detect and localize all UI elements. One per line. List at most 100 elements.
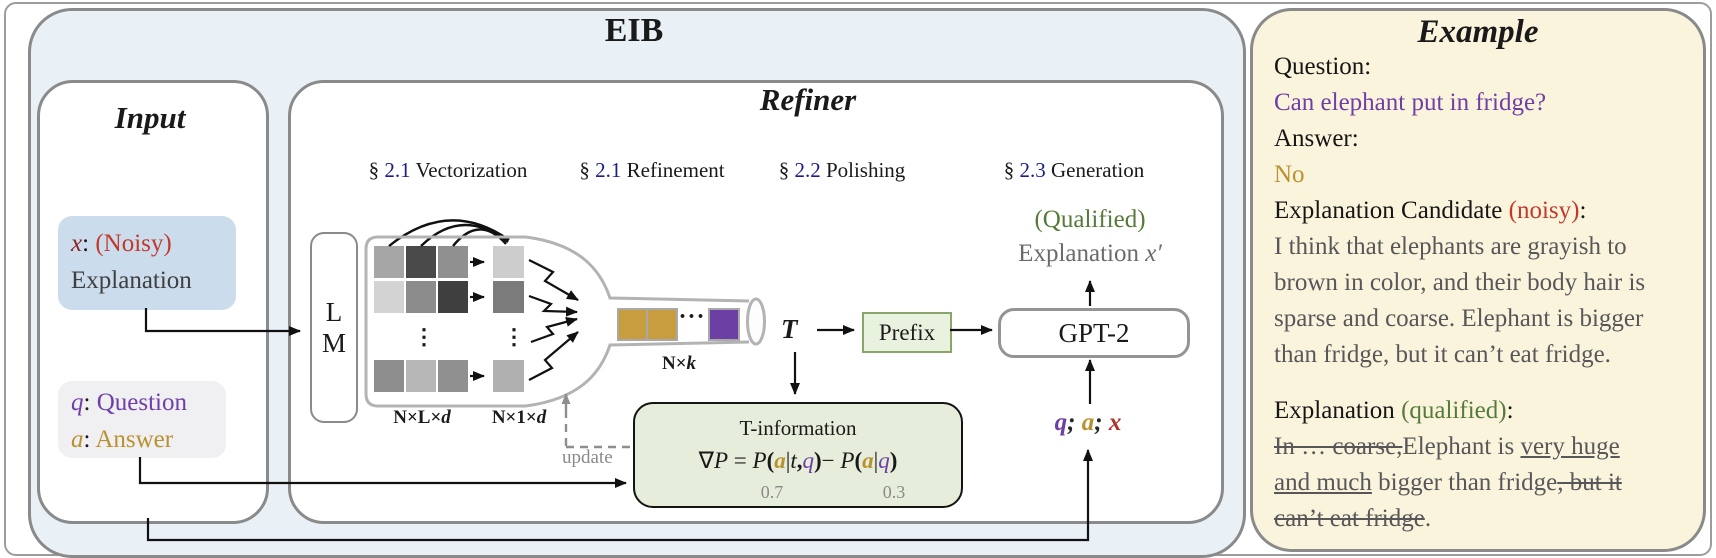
- matrix-cell: [438, 246, 468, 278]
- matrix-cell: [406, 281, 436, 313]
- text-segment: (: [854, 448, 863, 473]
- matrix-cell: [374, 281, 404, 313]
- noisy-explanation-line2: Explanation: [71, 262, 236, 299]
- text-segment: can’t eat fridge: [1274, 505, 1425, 532]
- text-segment: :: [83, 426, 96, 453]
- t-information-title: T-information: [739, 416, 857, 440]
- text-segment: ;: [1067, 409, 1082, 436]
- text-segment: q: [802, 448, 815, 473]
- text-segment: ): [814, 448, 822, 473]
- matrix-dim-label-left: N×L×d: [367, 407, 477, 429]
- text-segment: 2.3: [1019, 158, 1051, 182]
- text-segment: than fridge, but it can’t eat fridge.: [1274, 341, 1611, 368]
- bottleneck-cell: [617, 308, 649, 341]
- example-line: than fridge, but it can’t eat fridge.: [1274, 337, 1698, 373]
- text-segment: (noisy): [1508, 197, 1580, 224]
- prefix-box: Prefix: [862, 312, 952, 353]
- text-segment: Elephant is: [1402, 433, 1521, 460]
- text-segment: Refinement: [626, 158, 725, 182]
- text-segment: very huge: [1520, 433, 1620, 460]
- text-segment: :: [1506, 397, 1514, 424]
- matrix-cell: [374, 246, 404, 278]
- example-line: Can elephant put in fridge?: [1274, 85, 1698, 121]
- text-segment: Explanation: [1018, 240, 1146, 267]
- example-line: Explanation (qualified):: [1274, 393, 1698, 429]
- text-segment: 2.2: [794, 158, 826, 182]
- t-information-formula: ∇P = P(a|t,q)− P(a|q): [635, 448, 961, 474]
- text-segment: a: [1081, 409, 1095, 436]
- text-segment: sparse and coarse. Elephant is bigger: [1274, 305, 1644, 332]
- example-line: Question:: [1274, 49, 1698, 85]
- text-segment: :: [1579, 197, 1587, 224]
- lm-model-box: L M: [310, 232, 358, 423]
- text-segment: :: [83, 389, 97, 416]
- text-segment: Question: [96, 389, 187, 416]
- text-segment: Answer: [95, 426, 174, 453]
- text-segment: x′: [1145, 240, 1162, 267]
- text-segment: and much: [1274, 469, 1372, 496]
- text-segment: Explanation: [71, 267, 192, 294]
- example-line: sparse and coarse. Elephant is bigger: [1274, 301, 1698, 337]
- bottleneck-dim-label: N×k: [624, 353, 734, 375]
- eib-title: EIB: [604, 12, 664, 49]
- example-line: Answer:: [1274, 121, 1698, 157]
- question-line: q: Question: [71, 384, 226, 421]
- update-label: update: [562, 447, 613, 468]
- example-line: Explanation Candidate (noisy):: [1274, 193, 1698, 229]
- bottleneck-cell: [646, 308, 678, 341]
- text-segment: No: [1274, 161, 1305, 188]
- text-segment: bigger than fridge: [1371, 469, 1558, 496]
- t-information-box: T-information ∇P = P(a|t,q)− P(a|q) 0.7 …: [633, 402, 963, 508]
- column-vertical-dots: ⋮: [503, 324, 525, 349]
- question-answer-box: q: Question a: Answer: [58, 381, 226, 458]
- example-line: In … coarse,Elephant is very huge: [1274, 429, 1698, 465]
- text-segment: d: [536, 407, 547, 428]
- text-segment: 2.1: [595, 158, 627, 182]
- section-label-vectorization: § 2.1 Vectorization: [369, 158, 528, 183]
- text-segment: N×1×: [491, 407, 537, 428]
- lm-letter-m: M: [321, 327, 346, 358]
- example-line: I think that elephants are grayish to: [1274, 229, 1698, 265]
- example-line: can’t eat fridge.: [1274, 501, 1698, 537]
- text-segment: k: [686, 353, 697, 374]
- text-segment: §: [368, 158, 385, 182]
- gpt2-box: GPT-2: [998, 308, 1190, 358]
- example-title: Example: [1417, 14, 1539, 50]
- text-segment: =: [728, 448, 753, 473]
- matrix-cell: [406, 360, 436, 392]
- lm-letter-l: L: [325, 296, 343, 327]
- matrix-cell: [438, 360, 468, 392]
- noisy-explanation-box: x: (Noisy) Explanation: [58, 216, 236, 310]
- text-segment: P: [752, 448, 767, 473]
- text-segment: In … coarse,: [1274, 433, 1403, 460]
- text-segment: q: [1054, 409, 1068, 436]
- text-segment: Polishing: [825, 158, 906, 182]
- probability-left: 0.7: [760, 482, 784, 502]
- text-segment: brown in color, and their body hair is: [1274, 269, 1646, 296]
- text-segment: §: [778, 158, 795, 182]
- column-cell: [493, 281, 524, 313]
- matrix-cell: [374, 360, 404, 392]
- section-label-refinement: § 2.1 Refinement: [579, 158, 724, 183]
- text-segment: I think that elephants are grayish to: [1274, 233, 1627, 260]
- bottleneck-cell: [708, 308, 740, 341]
- t-variable-label: T: [781, 314, 798, 344]
- text-segment: N×L×: [393, 407, 442, 428]
- text-segment: .: [1424, 505, 1432, 532]
- output-explanation-label: Explanation x′: [960, 240, 1220, 268]
- text-segment: ): [889, 448, 898, 473]
- text-segment: Explanation: [1274, 397, 1402, 424]
- prefix-label: Prefix: [878, 319, 936, 345]
- column-cell: [493, 246, 524, 278]
- text-segment: a: [71, 426, 84, 453]
- text-segment: x: [1108, 409, 1122, 436]
- text-segment: (qualified): [1401, 397, 1507, 424]
- text-segment: (Noisy): [95, 230, 172, 257]
- text-segment: , but it: [1557, 469, 1622, 496]
- text-segment: §: [1003, 158, 1020, 182]
- text-segment: a: [862, 448, 874, 473]
- answer-line: a: Answer: [71, 421, 226, 458]
- section-label-polishing: § 2.2 Polishing: [779, 158, 906, 183]
- text-segment: 2.1: [384, 158, 416, 182]
